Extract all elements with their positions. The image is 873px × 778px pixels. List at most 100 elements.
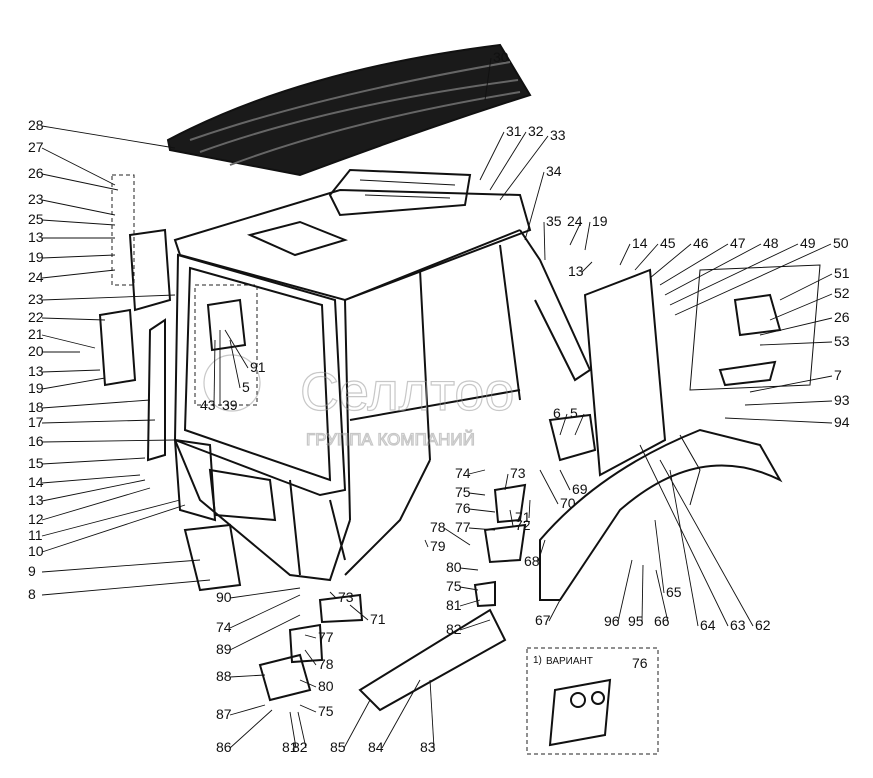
callout-79: 79 — [430, 538, 446, 554]
callout-70: 70 — [560, 495, 576, 511]
leader-line-9 — [41, 559, 201, 573]
callout-7: 7 — [834, 367, 842, 383]
callout-78: 78 — [318, 656, 334, 672]
callout-66: 66 — [654, 613, 670, 629]
leader-line-80 — [459, 567, 479, 571]
callout-89: 89 — [216, 641, 232, 657]
leader-line-12 — [41, 487, 151, 521]
leader-line-84 — [381, 679, 421, 749]
leader-line-64 — [669, 469, 699, 627]
leader-line-75 — [459, 586, 479, 591]
callout-81: 81 — [282, 739, 298, 755]
leader-line-78 — [443, 527, 471, 546]
callout-27: 27 — [28, 139, 44, 155]
leader-line-67 — [548, 599, 561, 622]
leader-line-19 — [41, 254, 116, 259]
leader-line-50 — [674, 243, 832, 316]
callout-13: 13 — [28, 229, 44, 245]
variant-label: ВАРИАНТ — [546, 656, 593, 667]
leader-line-18 — [41, 399, 151, 409]
leader-line-78 — [304, 649, 317, 666]
callout-32: 32 — [528, 123, 544, 139]
leader-line-86 — [229, 709, 273, 749]
callout-73: 73 — [510, 465, 526, 481]
leader-line-19 — [584, 221, 591, 251]
leader-line-91 — [224, 329, 249, 369]
leader-line-17 — [41, 419, 156, 424]
callout-11: 11 — [28, 527, 43, 543]
leader-line-95 — [641, 564, 644, 623]
leader-line-74 — [229, 594, 301, 629]
cab-roof — [166, 43, 532, 177]
leader-line-66 — [655, 569, 669, 623]
callout-91: 91 — [250, 359, 266, 375]
callout-62: 62 — [755, 617, 771, 633]
callout-8: 8 — [28, 586, 36, 602]
callout-35: 35 — [546, 213, 562, 229]
callout-30: 30 — [493, 49, 509, 65]
callout-28: 28 — [28, 117, 44, 133]
callout-15: 15 — [28, 455, 44, 471]
callout-23: 23 — [28, 191, 44, 207]
leader-line-73 — [504, 473, 509, 491]
leader-line-19 — [41, 377, 106, 390]
leader-line-6 — [559, 413, 568, 436]
callout-93: 93 — [834, 392, 850, 408]
variant-part-number: 76 — [632, 655, 648, 671]
leader-line-72 — [509, 509, 514, 527]
callout-77: 77 — [318, 629, 334, 645]
callout-25: 25 — [28, 211, 44, 227]
callout-52: 52 — [834, 285, 850, 301]
callout-19: 19 — [28, 380, 44, 396]
leader-line-63 — [639, 444, 729, 627]
leader-line-96 — [617, 559, 633, 623]
leader-line-93 — [744, 400, 833, 406]
callout-81: 81 — [446, 597, 462, 613]
leader-line-24 — [41, 269, 116, 279]
leader-line-62 — [659, 459, 754, 627]
callout-69: 69 — [572, 481, 588, 497]
leader-line-77 — [304, 634, 317, 639]
leader-line-65 — [654, 519, 665, 594]
callout-68: 68 — [524, 553, 540, 569]
leader-line-83 — [429, 679, 435, 749]
callout-12: 12 — [28, 511, 44, 527]
callout-33: 33 — [550, 127, 566, 143]
leader-line-47 — [659, 243, 729, 286]
callout-94: 94 — [834, 414, 850, 430]
callout-45: 45 — [660, 235, 676, 251]
leader-line-94 — [724, 417, 833, 424]
leader-line-5 — [574, 413, 585, 436]
callout-46: 46 — [693, 235, 709, 251]
leader-line-14 — [41, 474, 141, 484]
leader-line-85 — [343, 699, 371, 749]
leader-line-23 — [41, 199, 116, 216]
leader-line-81 — [289, 711, 297, 749]
callout-24: 24 — [28, 269, 44, 285]
leader-line-28 — [41, 125, 176, 149]
callout-84: 84 — [368, 739, 384, 755]
leader-line-45 — [634, 243, 659, 271]
callout-49: 49 — [800, 235, 816, 251]
leader-line-74 — [468, 469, 486, 475]
callout-16: 16 — [28, 433, 44, 449]
callout-74: 74 — [216, 619, 232, 635]
leader-line-48 — [664, 243, 762, 296]
leader-line-13 — [41, 369, 101, 373]
callout-13: 13 — [28, 492, 44, 508]
leader-line-87 — [229, 704, 266, 716]
leader-line-76 — [468, 508, 496, 513]
callout-19: 19 — [592, 213, 608, 229]
callout-63: 63 — [730, 617, 746, 633]
callout-39: 39 — [222, 397, 238, 413]
leader-line-8 — [41, 579, 211, 596]
leader-line-5 — [229, 339, 241, 389]
callout-87: 87 — [216, 706, 232, 722]
leader-line-24 — [569, 221, 582, 246]
callout-53: 53 — [834, 333, 850, 349]
leader-line-10 — [41, 504, 186, 553]
leader-line-89 — [229, 614, 301, 651]
callout-67: 67 — [535, 612, 551, 628]
callout-13: 13 — [28, 363, 44, 379]
